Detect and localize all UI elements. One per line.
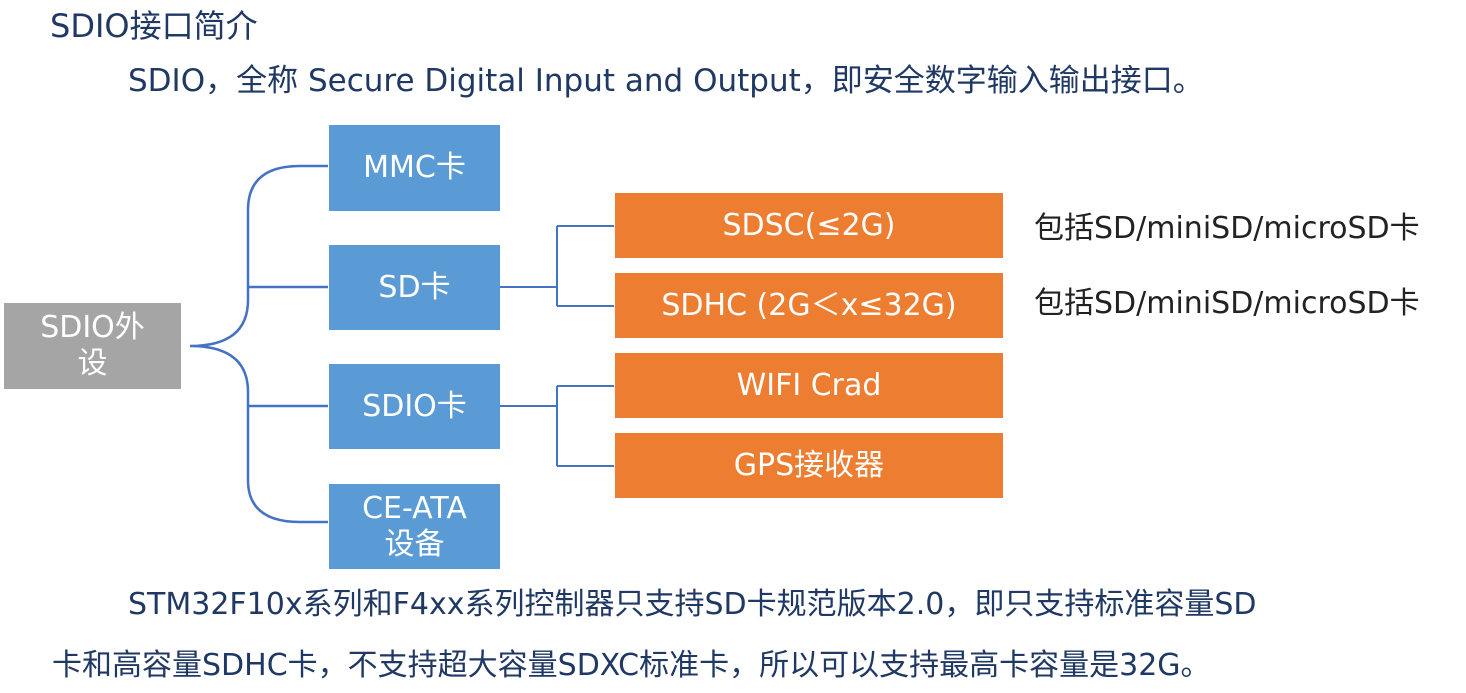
- sdio-connector: [500, 385, 614, 467]
- subtype-label: SDSC(≤2G): [722, 207, 896, 243]
- category-ce-ata-device: CE-ATA 设备: [329, 484, 500, 569]
- category-label-line1: CE-ATA: [362, 490, 467, 526]
- sd-connector: [500, 225, 614, 307]
- footer-line-1: STM32F10x系列和F4xx系列控制器只支持SD卡规范版本2.0，即只支持标…: [128, 587, 1257, 622]
- category-label: MMC卡: [363, 150, 466, 185]
- footer-line-2: 卡和高容量SDHC卡，不支持超大容量SDXC标准卡，所以可以支持最高卡容量是32…: [52, 648, 1211, 683]
- page-title: SDIO接口简介: [50, 7, 258, 45]
- root-label-line2: 设: [77, 346, 108, 381]
- root-label-line1: SDIO外: [40, 310, 145, 345]
- category-brace: [189, 164, 328, 524]
- subtype-sdsc: SDSC(≤2G): [615, 193, 1003, 258]
- root-node-sdio-peripheral: SDIO外 设: [4, 303, 181, 389]
- sdhc-note: 包括SD/miniSD/microSD卡: [1034, 286, 1420, 321]
- subtype-label: WIFI Crad: [736, 367, 882, 403]
- category-label: SDIO卡: [362, 388, 467, 424]
- subtype-gps-receiver: GPS接收器: [615, 433, 1003, 498]
- category-label-line2: 设备: [384, 526, 445, 562]
- subtype-wifi-card: WIFI Crad: [615, 353, 1003, 418]
- category-sd-card: SD卡: [329, 245, 500, 330]
- subtype-label: GPS接收器: [733, 447, 885, 483]
- subtype-sdhc: SDHC (2G＜x≤32G): [615, 273, 1003, 338]
- category-mmc-card: MMC卡: [329, 125, 500, 211]
- category-label: SD卡: [378, 269, 451, 305]
- sdsc-note: 包括SD/miniSD/microSD卡: [1034, 211, 1420, 246]
- category-sdio-card: SDIO卡: [329, 364, 500, 449]
- intro-text: SDIO，全称 Secure Digital Input and Output，…: [128, 63, 1204, 99]
- subtype-label: SDHC (2G＜x≤32G): [661, 287, 957, 323]
